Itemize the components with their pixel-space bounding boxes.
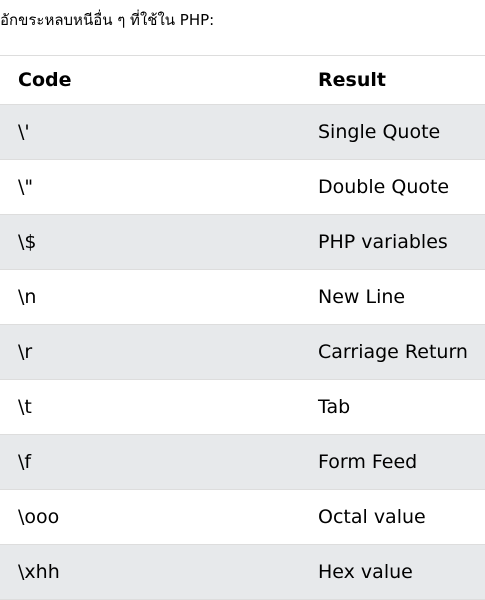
result-cell: Carriage Return	[318, 341, 468, 363]
table-row: \f Form Feed	[0, 434, 485, 490]
result-cell: Form Feed	[318, 451, 418, 473]
code-cell: \f	[18, 451, 32, 473]
result-cell: New Line	[318, 286, 406, 308]
code-column-header: Code	[18, 69, 72, 91]
code-cell: \xhh	[18, 561, 60, 583]
code-cell: \$	[18, 231, 37, 253]
code-cell: \'	[18, 121, 30, 143]
table-row: \ooo Octal value	[0, 489, 485, 545]
code-cell: \ooo	[18, 506, 60, 528]
result-cell: Double Quote	[318, 176, 450, 198]
table-row: \' Single Quote	[0, 104, 485, 160]
table-row: \n New Line	[0, 269, 485, 325]
result-cell: Octal value	[318, 506, 426, 528]
code-cell: \"	[18, 176, 34, 198]
result-cell: Tab	[318, 396, 351, 418]
table-header-row: Code Result	[0, 55, 485, 105]
code-cell: \t	[18, 396, 32, 418]
code-cell: \r	[18, 341, 33, 363]
result-cell: Hex value	[318, 561, 413, 583]
result-column-header: Result	[318, 69, 386, 91]
table-row: \" Double Quote	[0, 159, 485, 215]
escape-characters-table: Code Result \' Single Quote \" Double Qu…	[0, 55, 485, 600]
result-cell: PHP variables	[318, 231, 448, 253]
code-cell: \n	[18, 286, 37, 308]
result-cell: Single Quote	[318, 121, 441, 143]
table-row: \t Tab	[0, 379, 485, 435]
table-row: \$ PHP variables	[0, 214, 485, 270]
table-row: \xhh Hex value	[0, 544, 485, 600]
intro-text: อักขระหลบหนีอื่น ๆ ที่ใช้ใน PHP:	[0, 11, 215, 29]
table-row: \r Carriage Return	[0, 324, 485, 380]
